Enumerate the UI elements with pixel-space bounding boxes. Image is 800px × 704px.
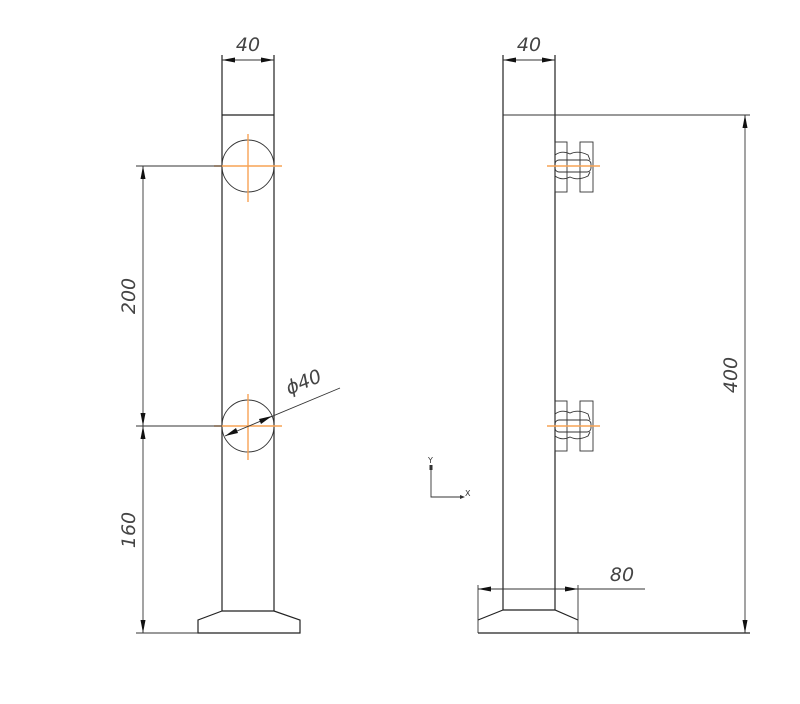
ucs-icon: Y X: [427, 456, 471, 499]
dim-base-width: 80: [478, 564, 645, 592]
post-base: [197, 610, 301, 634]
dim-side-height-text: 400: [720, 357, 742, 393]
side-view: 40 400 80: [477, 34, 750, 634]
dim-bottom-offset-text: 160: [118, 512, 140, 548]
ucs-x-label: X: [465, 489, 471, 498]
dim-base-width-text: 80: [610, 564, 634, 586]
front-view: 40 200 160 ϕ40: [118, 34, 341, 634]
dim-side-width: 40: [503, 34, 555, 63]
glass-clamp-top: [547, 141, 600, 193]
dim-front-width-text: 40: [236, 34, 260, 56]
ucs-y-label: Y: [427, 456, 433, 465]
dim-front-width: 40: [222, 34, 274, 63]
glass-clamp-bottom: [547, 400, 600, 452]
dim-hole-spacing-text: 200: [118, 278, 140, 314]
hole-centerlines: [214, 134, 282, 460]
side-base-top: [503, 609, 579, 621]
dim-hole-diameter-text: ϕ40: [283, 365, 325, 399]
dim-side-width-text: 40: [517, 34, 541, 56]
dim-front-vertical: 200 160: [118, 165, 222, 634]
dim-side-height: 400: [720, 115, 748, 633]
